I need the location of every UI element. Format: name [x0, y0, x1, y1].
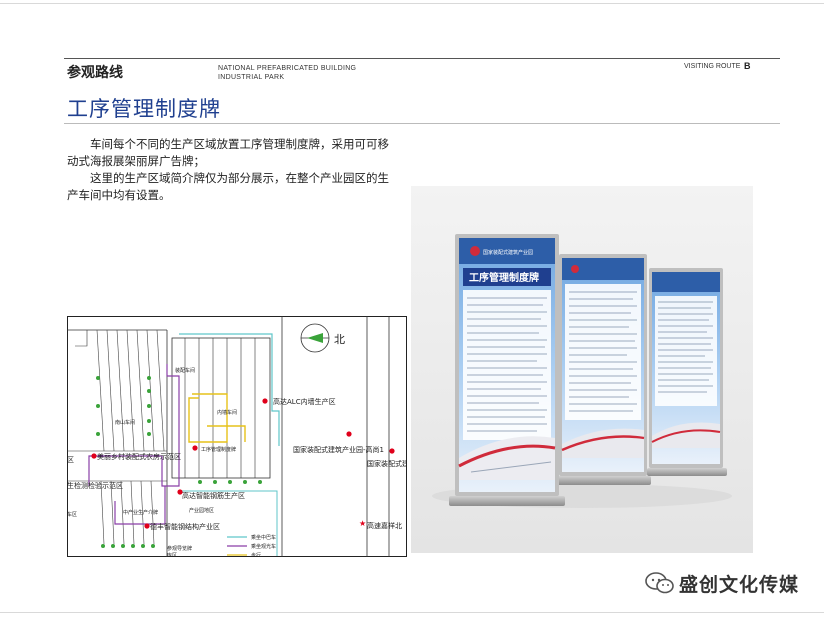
- bottom-rule: [0, 612, 824, 613]
- route-yellow: [188, 393, 228, 443]
- signboard-3: [555, 254, 651, 485]
- map-label-inspection: 生检测检验示范区: [67, 481, 123, 490]
- red-markers: [91, 398, 395, 529]
- route-cyan: [271, 340, 280, 446]
- visiting-route-label: VISITING ROUTE: [684, 63, 741, 70]
- map-label-zhuang: 装配车间: [175, 367, 195, 374]
- watermark-text: 盛创文化传媒: [679, 574, 800, 596]
- green-markers: [96, 376, 262, 548]
- header-rule: [64, 58, 780, 59]
- map-label-meili-village: 美丽乡村装配式农房示范区: [97, 452, 181, 461]
- map-label-gaoda-steel: 高达智能钢筋生产区: [182, 491, 245, 500]
- signboard-4: [647, 268, 727, 476]
- body-paragraph-2: 这里的生产区域简介牌仅为部分展示，在整个产业园区的生产车间中均有设置。: [67, 171, 389, 202]
- map-label-guojia-park: 国家装配式建筑产业园-高尚1: [293, 445, 384, 454]
- map-road: [75, 330, 88, 347]
- map-label-che: 车区: [67, 511, 77, 518]
- north-compass-icon: [300, 323, 330, 353]
- route-cyan: [179, 333, 273, 340]
- sign-title-text: 工序管理制度牌: [469, 271, 539, 284]
- body-text: 车间每个不同的生产区域放置工序管理制度牌，采用可可移动式海报展架丽屏广告牌； 这…: [67, 136, 397, 204]
- signboard-1: 国家装配式建筑产业园 工序管理制度牌: [449, 234, 565, 506]
- map-label-zhong: 中产业生产介牌: [123, 509, 158, 516]
- route-cyan: [179, 490, 278, 556]
- wechat-icon: [645, 572, 674, 594]
- title-underline: [64, 123, 780, 124]
- map-label-neibu: 内墙车间: [217, 409, 237, 416]
- map-label-legend-guide: 参观导览牌: [167, 545, 192, 552]
- map-label-gaoda-alc: 高达ALC内墙生产区: [273, 397, 336, 406]
- map-label-nanshan: 南山车间: [115, 419, 135, 426]
- map-label-gongxu: 工序管理制度牌: [201, 446, 236, 453]
- page-title: 工序管理制度牌: [67, 97, 221, 121]
- section-title-en: NATIONAL PREFABRICATED BUILDING INDUSTRI…: [218, 64, 378, 82]
- left-field-lines: [96, 329, 165, 545]
- map-label-guojia-short: 国家装配式建: [367, 459, 407, 468]
- star-marker: ★: [359, 519, 366, 528]
- map-label-dafeng: 德丰智能钢结构产业区: [150, 522, 220, 531]
- section-title-en-line2: INDUSTRIAL PARK: [218, 74, 285, 81]
- visiting-route-letter: B: [744, 61, 751, 71]
- sign-header-text: 国家装配式建筑产业园: [483, 249, 533, 256]
- map-label-gaosu: 高速嘉祥北: [367, 521, 402, 530]
- map-label-chan-ye: 产业园地区: [189, 507, 214, 514]
- route-purple: [114, 486, 166, 525]
- building-bays: [184, 338, 256, 478]
- map-label-ku: 库区: [167, 552, 177, 557]
- route-purple: [88, 364, 180, 487]
- route-yellow: [207, 425, 246, 442]
- map-label-qu: 区: [67, 456, 74, 464]
- map-legend-2: 乘坐观光车: [251, 543, 276, 550]
- section-title-cn: 参观路线: [67, 65, 123, 81]
- body-paragraph-1: 车间每个不同的生产区域放置工序管理制度牌，采用可可移动式海报展架丽屏广告牌；: [67, 137, 389, 168]
- map-legend: 乘坐中巴车 乘坐观光车 步行: [227, 534, 276, 557]
- signboard-photo: 国家装配式建筑产业园 工序管理制度牌: [411, 186, 753, 553]
- site-map: ★ 北 高达ALC内墙生产区 国家装配式建筑产业园-高尚1 国家装配式建 美丽乡…: [67, 316, 407, 557]
- map-legend-3: 步行: [251, 552, 261, 557]
- section-title-en-line1: NATIONAL PREFABRICATED BUILDING: [218, 65, 357, 72]
- north-label: 北: [334, 333, 345, 346]
- map-legend-1: 乘坐中巴车: [251, 534, 276, 541]
- top-rule: [0, 3, 824, 4]
